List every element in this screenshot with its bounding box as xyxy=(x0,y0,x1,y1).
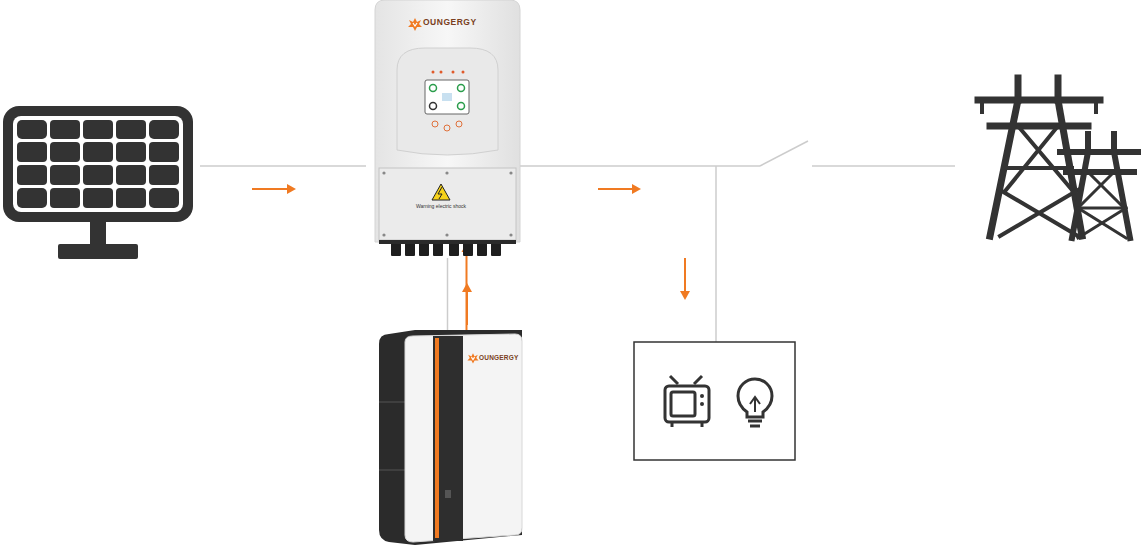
text-slot: OUNGERGY xyxy=(423,18,477,27)
power-wire xyxy=(200,141,955,342)
dc-link-connector xyxy=(448,243,472,335)
bulb-icon xyxy=(738,379,772,426)
text-slot: Warning electric shock xyxy=(416,204,466,210)
brand-logo: OUNGERGY xyxy=(423,18,477,27)
battery-drawing xyxy=(375,330,522,545)
solar-panel-icon xyxy=(3,106,193,259)
battery-unit: OUNGERGY xyxy=(375,330,522,545)
warning-text: Warning electric shock xyxy=(416,204,466,210)
load-box xyxy=(634,342,795,460)
text-slot: OUNGERGY xyxy=(479,354,519,361)
inverter-unit: OUNGERGY Warning electric shock xyxy=(375,0,520,258)
grid-tower-icon xyxy=(978,78,1138,238)
inverter-drawing xyxy=(375,0,520,258)
tv-icon xyxy=(665,376,709,427)
brand-logo: OUNGERGY xyxy=(479,354,519,361)
